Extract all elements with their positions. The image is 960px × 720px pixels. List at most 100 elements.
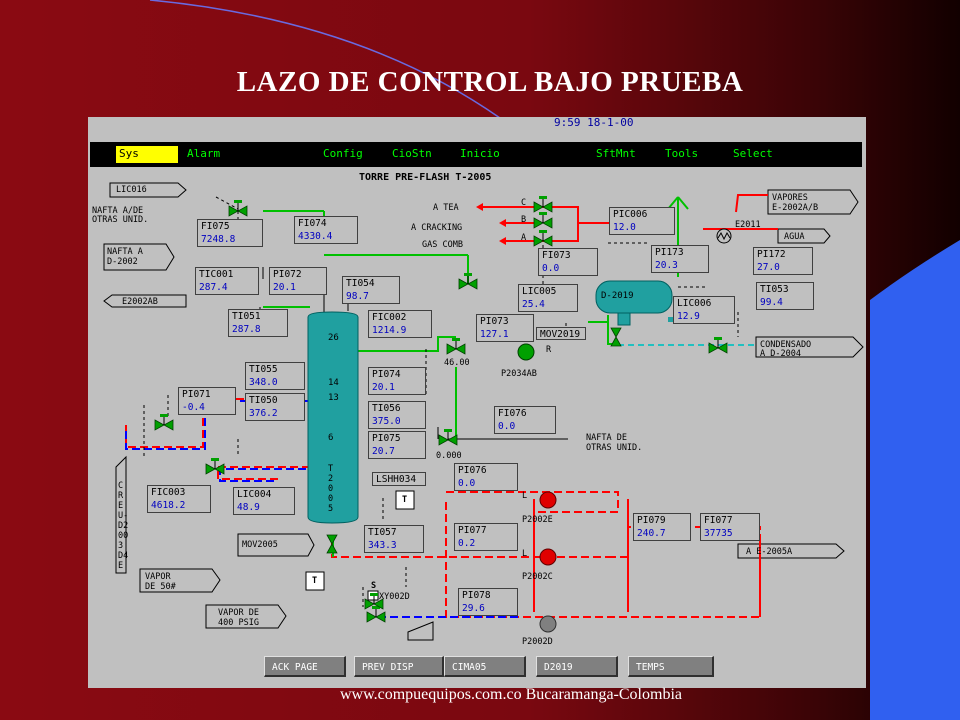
- line-r-label: R: [546, 345, 552, 355]
- side-tag-label: C R E U- D2 00 3 D4 E: [118, 481, 129, 571]
- line-b-label: B: [521, 215, 527, 225]
- menu-inicio[interactable]: Inicio: [460, 147, 500, 160]
- arrow-nafta-d2002: [103, 243, 175, 271]
- nafta-de-label-1: NAFTA DE: [586, 433, 627, 443]
- arrow-vapor50: [139, 568, 221, 593]
- vapores-label-2: E-2002A/B: [772, 203, 819, 213]
- pump-p2034ab: [517, 343, 535, 361]
- pump-p2002d: [539, 615, 557, 633]
- lshh034-box[interactable]: LSHH034: [372, 472, 426, 486]
- arrow-condensado: [755, 336, 864, 358]
- vapor50-label-2: DE 50#: [145, 582, 176, 592]
- tower-tag-label: T 2 0 0 5: [328, 464, 334, 514]
- tag-pi071[interactable]: PI071-0.4: [178, 387, 236, 415]
- condensado-label-1: CONDENSADO: [760, 340, 812, 350]
- drum-d2019: [595, 280, 673, 314]
- arrow-e2002ab: [103, 294, 187, 308]
- a-tea-label: A TEA: [433, 203, 459, 213]
- condensado-label-2: A D-2004: [760, 349, 801, 359]
- temps-button[interactable]: TEMPS: [628, 656, 714, 677]
- vapor400-label-2: 400 PSIG: [218, 618, 259, 628]
- arrow-agua: [777, 228, 831, 244]
- clock: 9:59 18-1-00: [554, 117, 634, 129]
- p2002d-label: P2002D: [522, 637, 553, 647]
- nafta-d2002-label-2: D-2002: [107, 257, 138, 267]
- menu-config[interactable]: Config: [323, 147, 363, 160]
- process-diagram: TORRE PRE-FLASH T-2005: [103, 169, 864, 641]
- d2019-button[interactable]: D2019: [536, 656, 618, 677]
- ack-page-button[interactable]: ACK PAGE: [264, 656, 346, 677]
- prev-disp-button[interactable]: PREV DISP: [354, 656, 444, 677]
- l-label-2: L: [522, 549, 528, 559]
- lic016-label: LIC016: [116, 185, 147, 195]
- menu-select[interactable]: Select: [733, 147, 773, 160]
- arrow-mov2005: [237, 533, 315, 557]
- mov2019-box[interactable]: MOV2019: [536, 327, 586, 340]
- arrow-side: [115, 455, 127, 574]
- vapor50-label-1: VAPOR: [145, 572, 171, 582]
- value-0000: 0.000: [436, 451, 462, 461]
- menu-tools[interactable]: Tools: [665, 147, 699, 160]
- agua-label: AGUA: [784, 232, 805, 242]
- line-c-label: C: [521, 198, 527, 208]
- t-box-label: T: [402, 495, 408, 505]
- xy002d-label: XY002D: [379, 592, 410, 602]
- menu-ciostn[interactable]: CioStn: [392, 147, 432, 160]
- nafta-d2002-label-1: NAFTA A: [107, 247, 143, 257]
- mov2005-label: MOV2005: [242, 540, 278, 550]
- blue-corner-shape: [870, 240, 960, 720]
- e2011-label: E2011: [735, 220, 761, 230]
- screen-title-bg: [338, 169, 538, 183]
- t-box-label-2: T: [312, 576, 318, 586]
- cima05-button[interactable]: CIMA05: [444, 656, 526, 677]
- pump-p2002c: [539, 548, 557, 566]
- slide-title: LAZO DE CONTROL BAJO PRUEBA: [236, 66, 744, 98]
- tray-13-label: 13: [328, 393, 339, 403]
- nafta-de-label-2: OTRAS UNID.: [586, 443, 643, 453]
- line-a-label: A: [521, 233, 527, 243]
- gas-comb-label: GAS COMB: [422, 240, 463, 250]
- vapor400-label-1: VAPOR DE: [218, 608, 259, 618]
- nafta-otras-label-2: OTRAS UNID.: [92, 215, 149, 225]
- vapores-label-1: VAPORES: [772, 193, 808, 203]
- p2002c-label: P2002C: [522, 572, 553, 582]
- exchanger-e2011: [716, 228, 732, 244]
- arrow-vapores: [767, 189, 859, 215]
- arrow-lic016: [109, 182, 187, 198]
- menu-sftmnt[interactable]: SftMnt: [596, 147, 636, 160]
- tray-26-label: 26: [328, 333, 339, 343]
- menu-alarm[interactable]: Alarm: [187, 147, 221, 160]
- menu-sys[interactable]: Sys: [116, 146, 178, 163]
- tray-6-label: 6: [328, 433, 333, 443]
- p2034ab-label: P2034AB: [501, 369, 537, 379]
